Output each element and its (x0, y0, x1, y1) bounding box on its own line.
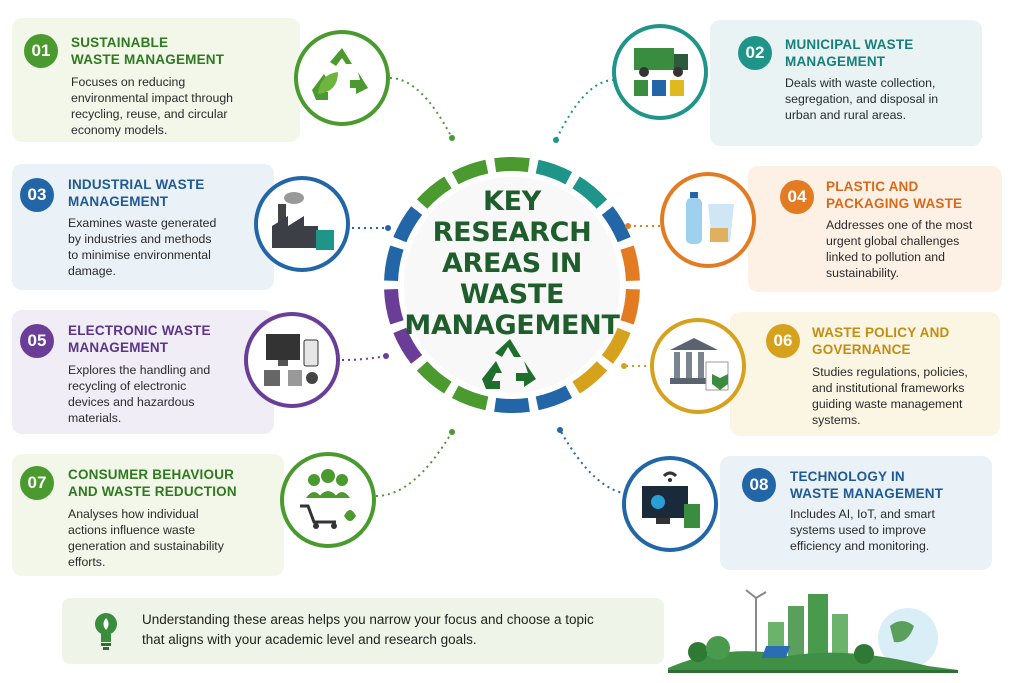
center-recycle-icon (482, 339, 536, 389)
area-description-03: Examines waste generated by industries a… (68, 216, 217, 278)
connector-dot (449, 135, 455, 141)
recycle-leaf-icon (294, 30, 390, 126)
connector-dot (383, 353, 389, 359)
area-card-02: 02 MUNICIPAL WASTE MANAGEMENT Deals with… (710, 20, 982, 146)
area-number-05: 05 (20, 324, 54, 358)
area-card-04: 04 PLASTIC AND PACKAGING WASTE Addresses… (748, 166, 1002, 292)
smart-monitor-icon (622, 456, 718, 552)
connector-dot (449, 429, 455, 435)
area-title-08: TECHNOLOGY IN WASTE MANAGEMENT (790, 469, 944, 501)
footer-text: Understanding these areas helps you narr… (142, 612, 594, 647)
area-title-01: SUSTAINABLE WASTE MANAGEMENT (71, 35, 225, 67)
area-card-07: 07 CONSUMER BEHAVIOUR AND WASTE REDUCTIO… (12, 454, 284, 576)
ring-segments (384, 156, 640, 413)
connector-line (341, 355, 387, 361)
area-title-05: ELECTRONIC WASTE MANAGEMENT (68, 323, 211, 355)
area-number-07: 07 (20, 466, 54, 500)
ring-segment (393, 206, 423, 243)
area-title-04: PLASTIC AND PACKAGING WASTE (826, 179, 963, 211)
area-description-01: Focuses on reducing environmental impact… (71, 75, 233, 137)
ring-inner-disc (404, 177, 620, 393)
ring-segment (620, 245, 640, 282)
ring-segment (620, 288, 640, 325)
people-cart-icon (280, 452, 376, 548)
ring-segment (494, 156, 530, 173)
lightbulb-icon (95, 613, 117, 650)
area-description-08: Includes AI, IoT, and smart systems used… (790, 507, 935, 553)
ring-segment (416, 361, 452, 394)
connector-line (555, 79, 615, 141)
ring-segment (451, 385, 489, 411)
area-card-06: 06 WASTE POLICY AND GOVERNANCE Studies r… (730, 312, 1000, 436)
ring-segment (572, 361, 608, 394)
connector-dot (385, 225, 391, 231)
area-description-06: Studies regulations, policies, and insti… (812, 365, 968, 427)
area-card-08: 08 TECHNOLOGY IN WASTE MANAGEMENT Includ… (720, 456, 992, 570)
ring-segment (535, 159, 573, 185)
connector-dot (621, 363, 627, 369)
connector-dot (553, 137, 559, 143)
ring-segment (384, 288, 404, 325)
area-card-01: 01 SUSTAINABLE WASTE MANAGEMENT Focuses … (12, 18, 300, 142)
area-title-02: MUNICIPAL WASTE MANAGEMENT (785, 37, 914, 69)
area-number-08: 08 (742, 468, 776, 502)
electronics-icon (244, 312, 340, 408)
ring-segment (601, 327, 631, 364)
area-number-02: 02 (738, 36, 772, 70)
connector-line (559, 429, 633, 495)
area-title-03: INDUSTRIAL WASTE MANAGEMENT (68, 177, 205, 209)
ring-segment (601, 206, 631, 243)
area-number-06: 06 (766, 324, 800, 358)
area-number-03: 03 (20, 178, 54, 212)
area-card-03: 03 INDUSTRIAL WASTE MANAGEMENT Examines … (12, 164, 274, 290)
area-number-04: 04 (780, 180, 814, 214)
ring-segment (416, 176, 452, 209)
ring-segment (494, 397, 530, 413)
area-title-06: WASTE POLICY AND GOVERNANCE (812, 325, 950, 357)
ring-segment (451, 159, 489, 185)
green-city-icon (668, 589, 958, 673)
ring-segment (535, 385, 573, 411)
area-card-05: 05 ELECTRONIC WASTE MANAGEMENT Explores … (12, 310, 274, 434)
footer-box: Understanding these areas helps you narr… (62, 598, 664, 664)
garbage-truck-icon (612, 24, 708, 120)
area-description-05: Explores the handling and recycling of e… (68, 363, 211, 425)
ring-segment (393, 327, 423, 364)
connector-line (389, 77, 453, 139)
plastic-bottle-icon (660, 172, 756, 268)
connector-dot (557, 427, 563, 433)
government-building-icon (650, 318, 746, 414)
area-title-07: CONSUMER BEHAVIOUR AND WASTE REDUCTION (68, 467, 237, 499)
connector-line (375, 431, 453, 497)
area-number-01: 01 (24, 34, 58, 68)
connector-dot (625, 223, 631, 229)
ring-segment (384, 245, 404, 282)
area-description-07: Analyses how individual actions influenc… (68, 507, 224, 569)
center-title: KEY RESEARCH AREAS IN WASTE MANAGEMENT (404, 186, 620, 341)
area-description-02: Deals with waste collection, segregation… (785, 76, 939, 122)
factory-icon (254, 176, 350, 272)
area-description-04: Addresses one of the most urgent global … (826, 218, 973, 280)
ring-segment (572, 176, 608, 209)
